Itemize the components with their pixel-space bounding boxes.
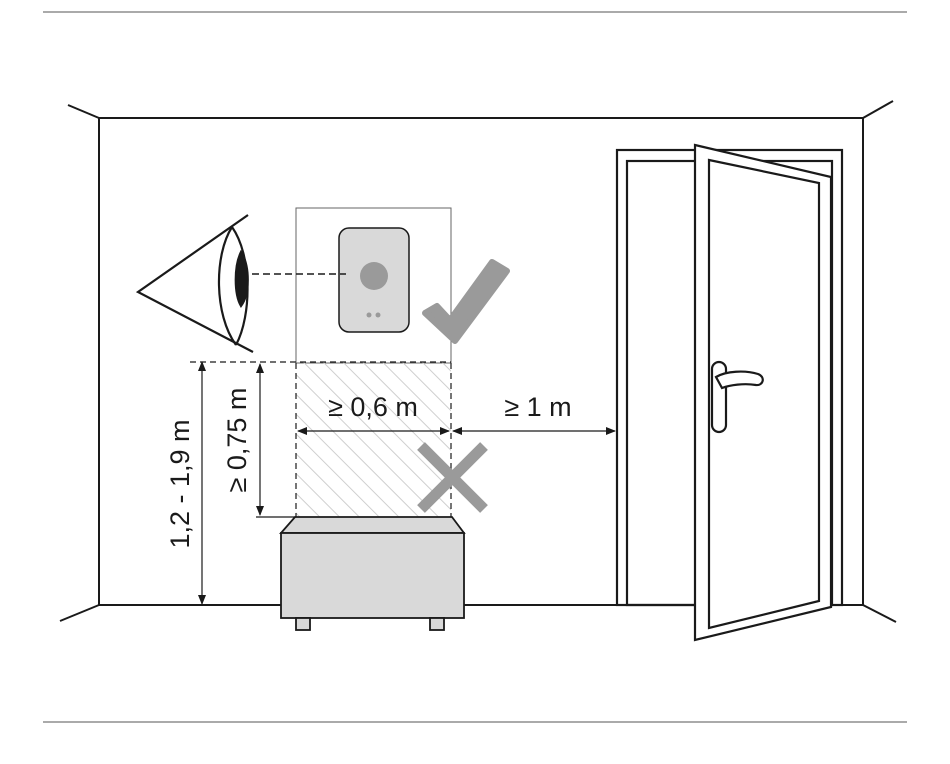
device-led-left — [367, 313, 372, 318]
min-height-dimension — [256, 364, 296, 517]
min-width-label: ≥ 0,6 m — [328, 392, 418, 422]
device-knob — [360, 262, 388, 290]
radiator-foot-right — [430, 618, 444, 630]
device-led-right — [376, 313, 381, 318]
radiator-foot-left — [296, 618, 310, 630]
eye-icon — [138, 215, 253, 352]
door — [617, 145, 842, 640]
min-height-label: ≥ 0,75 m — [222, 388, 252, 493]
radiator-unit — [281, 517, 464, 630]
thermostat-device — [339, 228, 409, 332]
checkmark-icon — [425, 262, 507, 341]
door-distance-label: ≥ 1 m — [504, 392, 571, 422]
height-range-label: 1,2 - 1,9 m — [165, 419, 195, 548]
forbidden-zone — [296, 362, 451, 517]
